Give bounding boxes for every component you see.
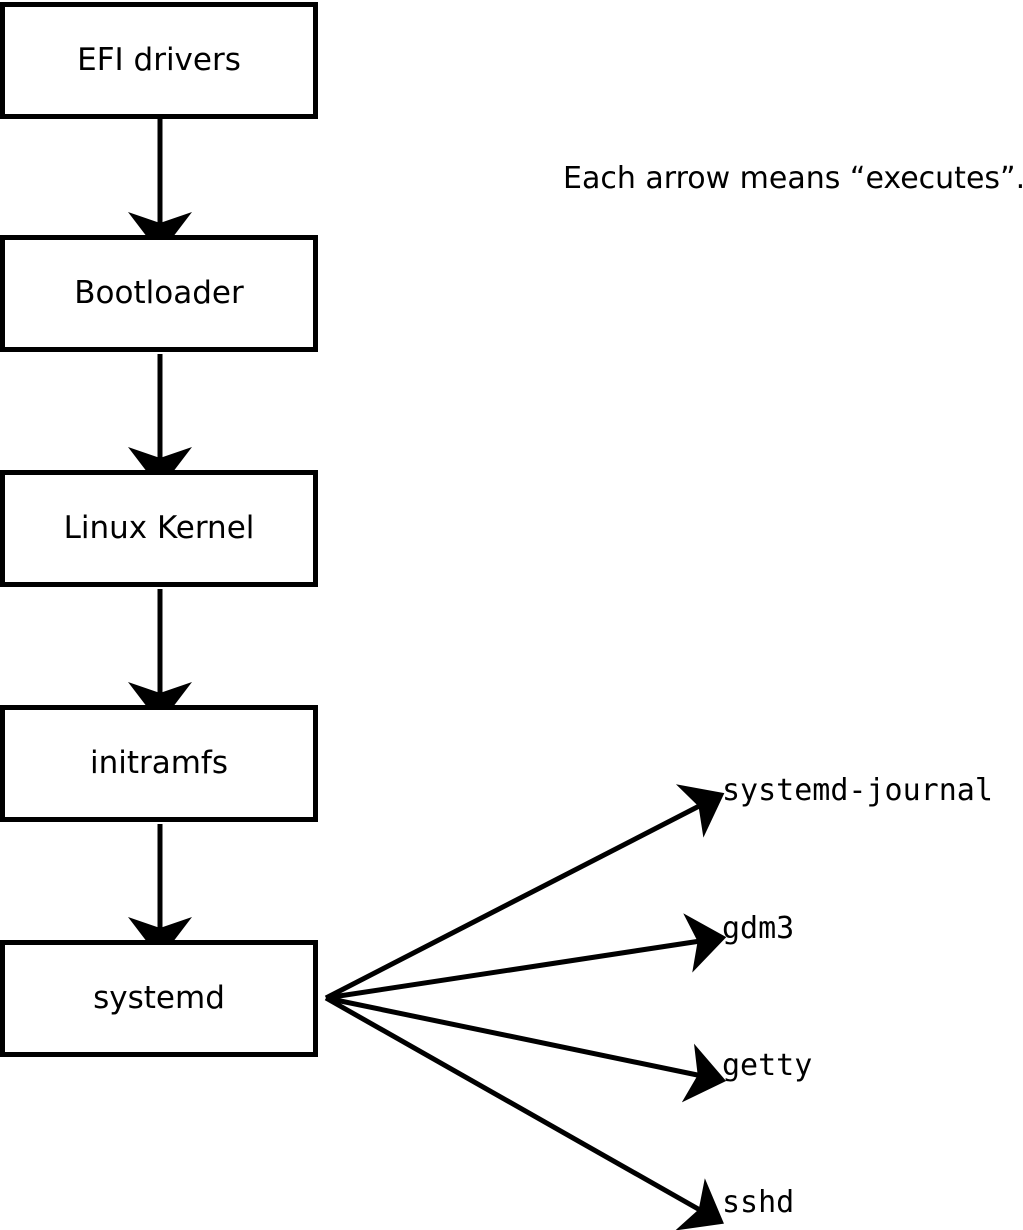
diagram-annotation: Each arrow means “executes”. [563, 161, 1023, 196]
fan-arrow-group [324, 784, 727, 1230]
node-label-linux-kernel: Linux Kernel [63, 510, 255, 546]
arrow-systemd-to-systemd-journal [324, 784, 725, 1001]
node-label-systemd: systemd [93, 980, 225, 1016]
service-label-sshd[interactable]: sshd [722, 1185, 795, 1220]
node-label-bootloader: Bootloader [74, 275, 244, 311]
node-initramfs[interactable]: initramfs [0, 705, 318, 822]
service-label-getty[interactable]: getty [722, 1048, 813, 1083]
arrow-systemd-to-getty [325, 995, 727, 1103]
node-systemd[interactable]: systemd [0, 940, 318, 1057]
service-label-systemd-journal[interactable]: systemd-journal [722, 773, 993, 808]
service-label-gdm3[interactable]: gdm3 [722, 911, 795, 946]
node-label-initramfs: initramfs [89, 745, 229, 781]
node-efi-drivers[interactable]: EFI drivers [0, 2, 318, 119]
arrow-systemd-to-sshd [324, 995, 724, 1230]
arrow-systemd-to-gdm3 [325, 913, 727, 1001]
node-linux-kernel[interactable]: Linux Kernel [0, 470, 318, 587]
node-label-efi-drivers: EFI drivers [77, 42, 241, 78]
node-bootloader[interactable]: Bootloader [0, 235, 318, 352]
